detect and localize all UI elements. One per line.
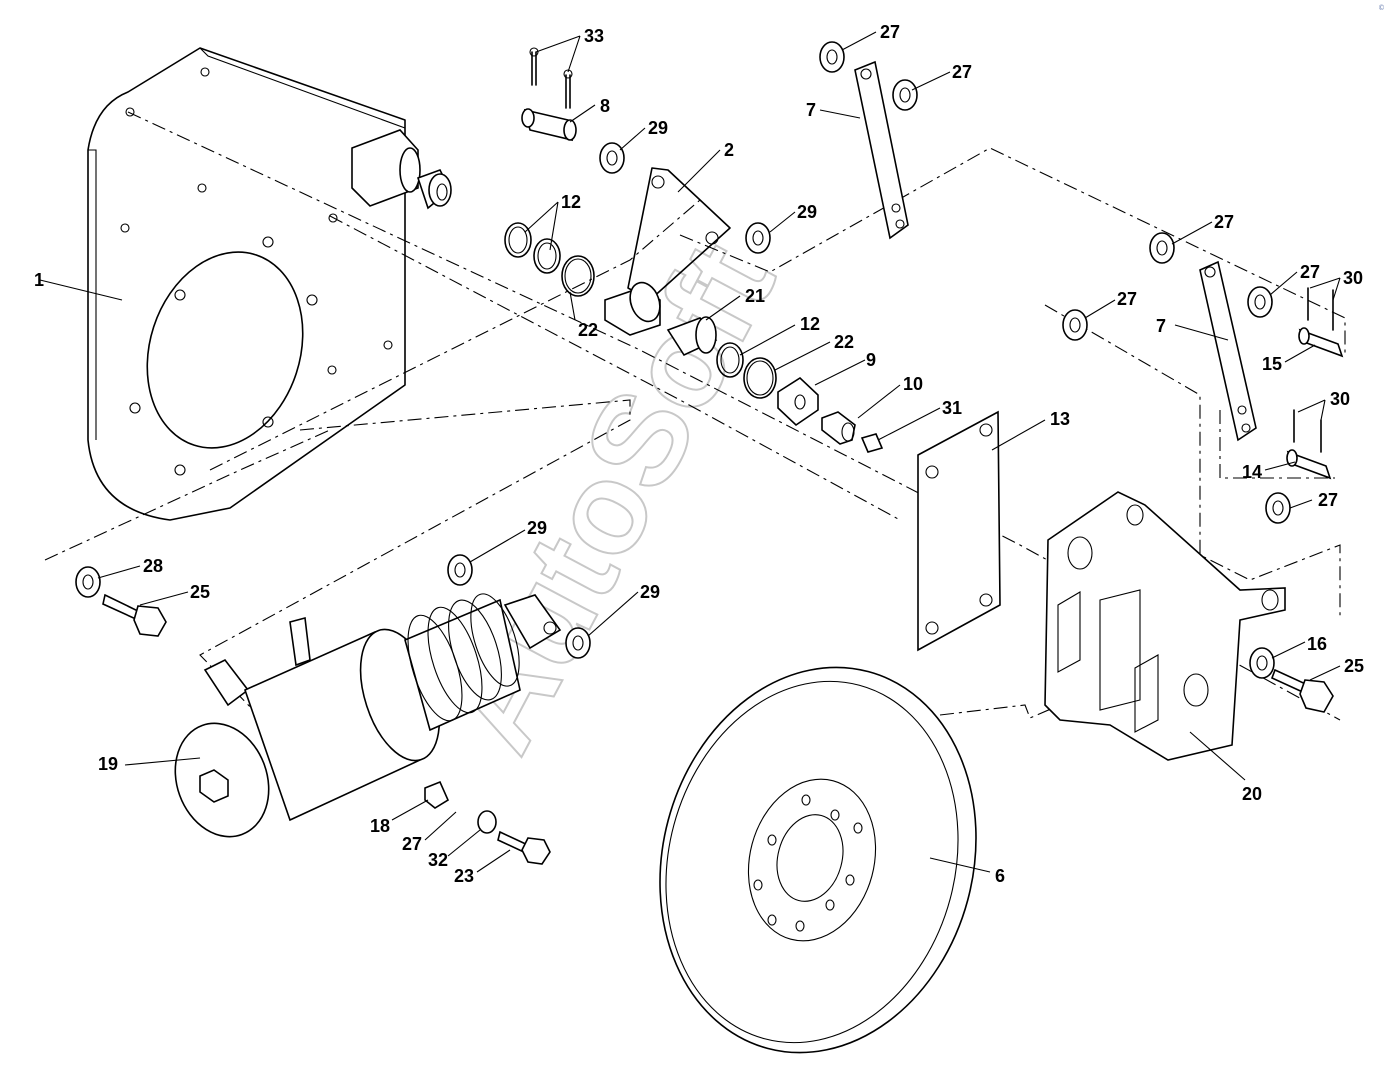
bolt-25-right <box>1270 668 1334 713</box>
callout-18: 18 <box>370 816 390 836</box>
nipple-31 <box>860 433 884 453</box>
callout-16: 16 <box>1307 634 1327 654</box>
callout-30-a: 30 <box>1343 268 1363 288</box>
callout-15: 15 <box>1262 354 1282 374</box>
callout-25-left: 25 <box>190 582 210 602</box>
callout-28: 28 <box>143 556 163 576</box>
washer-32 <box>477 810 497 834</box>
bushing-21 <box>666 316 718 357</box>
callout-1: 1 <box>34 270 44 290</box>
callout-19: 19 <box>98 754 118 774</box>
callout-10: 10 <box>903 374 923 394</box>
pin-8 <box>521 108 577 142</box>
spacer-9 <box>777 376 819 427</box>
spacer-18 <box>424 780 450 809</box>
callout-labels: 33 8 29 2 27 27 7 12 29 27 27 30 1 22 21… <box>34 22 1364 886</box>
brake-disc-6 <box>659 666 977 1054</box>
leader-lines <box>39 31 1341 873</box>
callout-22-b: 22 <box>834 332 854 352</box>
callout-22-a: 22 <box>578 320 598 340</box>
callout-32: 32 <box>428 850 448 870</box>
callout-29-low: 29 <box>527 518 547 538</box>
callout-29-mid: 29 <box>797 202 817 222</box>
callout-27-a: 27 <box>880 22 900 42</box>
washers-and-rings <box>75 41 1291 679</box>
callout-7-upper: 7 <box>806 100 816 120</box>
callout-27-d: 27 <box>1300 262 1320 282</box>
brake-lever <box>604 167 731 336</box>
callout-25-right: 25 <box>1344 656 1364 676</box>
callout-6: 6 <box>995 866 1005 886</box>
callout-21: 21 <box>745 286 765 306</box>
callout-7-lower: 7 <box>1156 316 1166 336</box>
callout-9: 9 <box>866 350 876 370</box>
callout-2: 2 <box>724 140 734 160</box>
pin-14 <box>1286 449 1332 480</box>
link-7-lower <box>1199 260 1257 442</box>
callout-23: 23 <box>454 866 474 886</box>
split-pins-30 <box>1293 287 1334 453</box>
callout-12-b: 12 <box>800 314 820 334</box>
callout-27-e: 27 <box>1117 289 1137 309</box>
mounting-plate <box>87 47 452 521</box>
corner-mark: © <box>1378 4 1385 12</box>
callout-27-b: 27 <box>952 62 972 82</box>
callout-13: 13 <box>1050 409 1070 429</box>
fitting-10 <box>821 411 856 445</box>
callout-12-a: 12 <box>561 192 581 212</box>
callout-14: 14 <box>1242 462 1262 482</box>
callout-27-c: 27 <box>1214 212 1234 232</box>
callout-8: 8 <box>600 96 610 116</box>
bolt-25-left <box>102 593 167 637</box>
split-pins-33 <box>529 47 573 109</box>
cover-plate-13 <box>917 410 1001 652</box>
callout-31: 31 <box>942 398 962 418</box>
callout-20: 20 <box>1242 784 1262 804</box>
callout-30-b: 30 <box>1330 389 1350 409</box>
callout-27-f: 27 <box>1318 490 1338 510</box>
bolt-23 <box>497 830 551 865</box>
callout-27-g: 27 <box>402 834 422 854</box>
actuator-19 <box>174 593 562 838</box>
callout-33: 33 <box>584 26 604 46</box>
caliper-20 <box>1044 491 1286 761</box>
link-7-upper <box>854 60 909 240</box>
pin-15 <box>1298 327 1344 358</box>
callout-29-top: 29 <box>648 118 668 138</box>
callout-29-right: 29 <box>640 582 660 602</box>
